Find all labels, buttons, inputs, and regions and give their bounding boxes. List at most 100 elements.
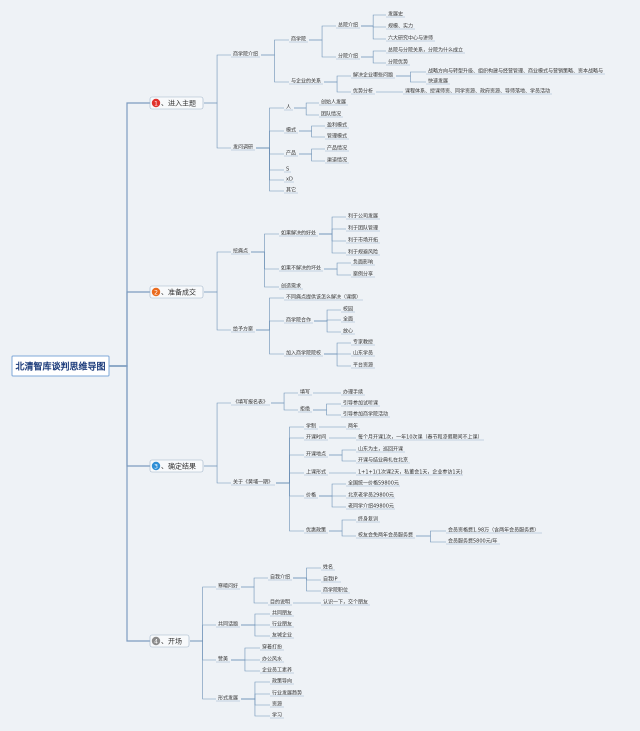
- branch-number-circle-3: [151, 461, 161, 471]
- node-n3-2-2-1: 每个月开课1次，一年10次课（春节和凉假期间不上课）: [358, 434, 483, 441]
- node-n3-1-1: 填写: [300, 389, 310, 396]
- node-link: [241, 613, 270, 626]
- node-n3-2-5-3: 老同学介绍49800元: [348, 503, 394, 510]
- node-link: [294, 107, 319, 116]
- root-node-box: [11, 355, 110, 377]
- node-n4-3: 赞美: [218, 656, 228, 663]
- branch-number-4: 4: [154, 638, 158, 645]
- node-link: [251, 233, 279, 253]
- node-link: [299, 153, 325, 162]
- node-n1-1-1-2-2: 分院优势: [388, 59, 408, 66]
- node-n3-2-1-1: 两年: [348, 423, 358, 430]
- node-link: [241, 698, 270, 706]
- node-n1-2-3-2: 渠道情况: [327, 157, 347, 164]
- branch-number-circle-1: [151, 98, 161, 108]
- node-n2-1-1-1: 利于公司发展: [348, 213, 378, 220]
- node-n3-2-6-1: 终身复训: [358, 516, 378, 523]
- node-link: [396, 71, 426, 77]
- node-link: [324, 353, 351, 367]
- node-link: [309, 39, 336, 58]
- node-n3-2-4: 上课形式: [306, 469, 326, 476]
- mindmap-links: [109, 14, 605, 719]
- node-link: [319, 233, 346, 242]
- node-n2-2: 给予方案: [233, 326, 253, 333]
- node-link: [361, 50, 386, 58]
- node-link: [324, 268, 351, 276]
- node-n4-1-1-1: 姓名: [323, 564, 333, 571]
- node-n2-1: 挖痛点: [233, 248, 248, 255]
- node-n4-2: 共同话题: [218, 621, 238, 628]
- node-n2-1-1: 如果解决的好处: [281, 230, 316, 237]
- node-link: [261, 39, 289, 56]
- node-n1-2-5: xD: [286, 177, 293, 183]
- node-link: [319, 228, 346, 235]
- node-n1-1-1-1: 总院介绍: [338, 22, 358, 29]
- node-link: [256, 320, 284, 331]
- node-link: [294, 102, 319, 109]
- node-n4-3-1: 穿着打扮: [262, 644, 282, 651]
- node-n3-2-3: 开课地点: [306, 451, 326, 458]
- branch-number-1: 1: [154, 100, 158, 107]
- node-n2-1-1-3: 利于市场开拓: [348, 237, 378, 244]
- branch-link: [109, 365, 150, 642]
- branch-label-1: 、进入主题: [161, 99, 196, 108]
- node-n2-1-2-1: 负面影响: [353, 259, 373, 266]
- node-link: [299, 148, 325, 155]
- node-n3-2-4-1: 1+1+1(1次课2天，私董会1天，企业参访1天): [358, 469, 463, 476]
- node-n1-1-2-1: 解决企业哪些问题: [353, 72, 393, 79]
- node-link: [204, 54, 231, 104]
- node-link: [204, 251, 231, 293]
- node-link: [256, 147, 284, 171]
- node-link: [329, 519, 356, 532]
- node-n3-2-5-2: 北京老学员29800元: [348, 492, 394, 499]
- node-link: [361, 25, 386, 40]
- node-link: [256, 297, 284, 331]
- node-link: [256, 107, 284, 149]
- node-link: [313, 409, 341, 416]
- branch-box-1: [149, 96, 204, 110]
- node-n1-2-1-2: 团队情况: [321, 111, 341, 118]
- node-n2-2-3-1: 专家教授: [353, 339, 373, 346]
- node-n4-1: 寒暄问好: [218, 583, 238, 590]
- branch-link: [109, 365, 150, 467]
- node-link: [319, 216, 346, 235]
- node-n1-2-2-2: 管理模式: [327, 133, 347, 140]
- node-n1-1-2-2: 优势分析: [353, 88, 373, 95]
- node-link: [251, 251, 279, 270]
- node-n1-1-2: 与企业的关系: [291, 78, 321, 85]
- node-link: [276, 472, 304, 484]
- node-link: [241, 681, 270, 700]
- node-n1-1-1: 商学院: [291, 36, 306, 43]
- node-n1-1-2-1-2: 快速发展: [428, 78, 448, 85]
- node-n4-4-2: 行业发展趋势: [272, 690, 302, 697]
- node-link: [204, 465, 231, 484]
- node-n4-4-1: 政策导向: [272, 678, 292, 685]
- node-n3-2-3-2: 开课与结业典礼在北京: [358, 457, 408, 464]
- node-link: [256, 147, 284, 155]
- node-link: [276, 482, 304, 497]
- node-n1-1-1-2: 分院介绍: [338, 53, 358, 60]
- node-n1-1-2-1-1: 战略方向与转型升级、组织构建与经营管理、商业模式与营销策略、资本战略与: [428, 68, 603, 75]
- node-n1-2-6: 其它: [286, 187, 296, 194]
- node-link: [241, 586, 268, 604]
- node-n4-2-1: 共同朋友: [272, 610, 292, 617]
- node-n4-1-2: 目的说明: [270, 599, 290, 606]
- node-n3-1: 《填写报名表》: [233, 399, 268, 406]
- node-n3-2: 关于《黄埔一期》: [233, 479, 273, 486]
- node-n3-2-6: 优惠政策: [306, 527, 326, 534]
- node-link: [271, 392, 298, 404]
- node-n2-1-1-4: 利于规避风险: [348, 249, 378, 256]
- node-n2-2-3-2: 山东学员: [353, 350, 373, 357]
- node-n1-1-1-1-1: 发展史: [388, 11, 403, 18]
- node-link: [324, 342, 351, 355]
- node-n3-1-2-1: 引导参加试听课: [343, 400, 378, 407]
- node-n3-2-3-1: 山东为主，巡回开课: [358, 446, 403, 453]
- node-link: [256, 147, 284, 192]
- node-link: [204, 402, 231, 467]
- node-n3-2-5: 价格: [306, 492, 316, 499]
- node-link: [314, 309, 341, 322]
- node-n4-1-2-1: 认识一下，交个朋友: [323, 599, 368, 606]
- node-link: [329, 449, 356, 456]
- branch-label-4: 、开场: [161, 637, 182, 646]
